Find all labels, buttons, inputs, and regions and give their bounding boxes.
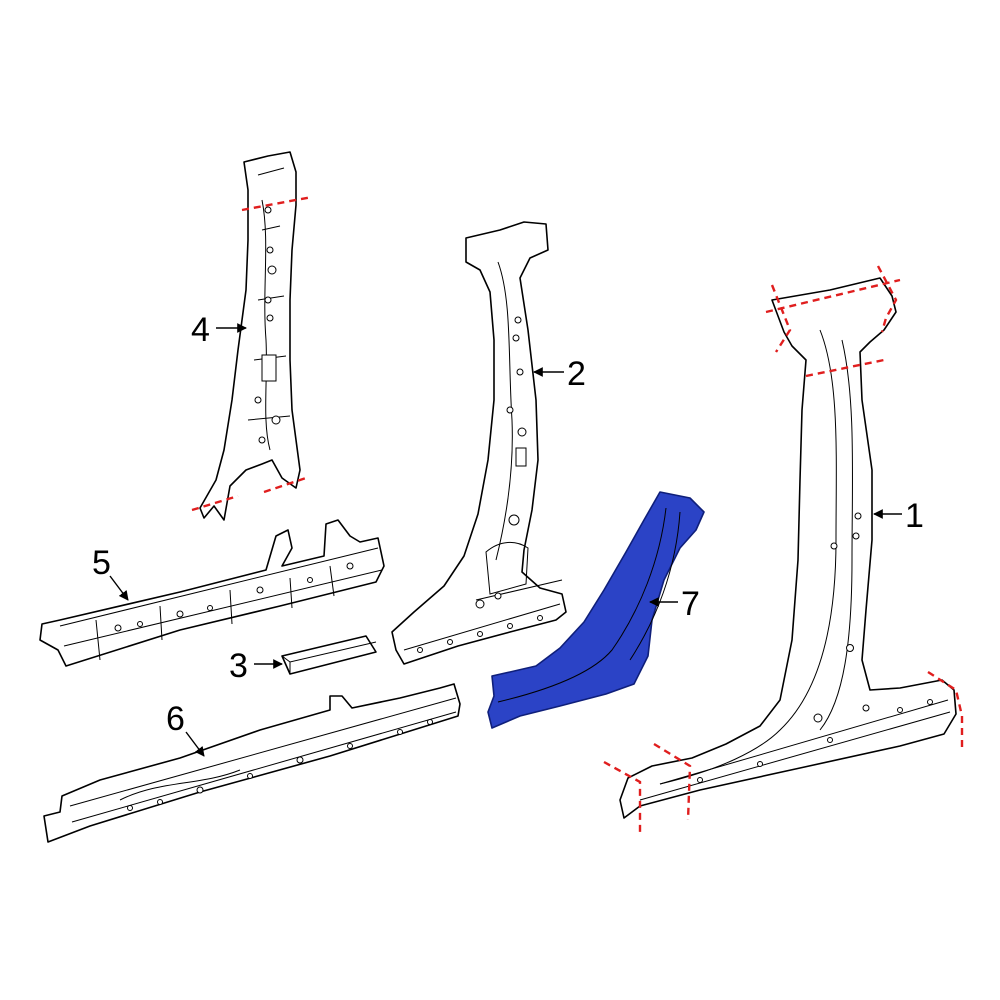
part-4-cut-line-right — [263, 476, 307, 494]
part-1-cut-line-roof-front — [770, 284, 792, 353]
callout-4: 4 — [191, 311, 247, 349]
callout-7: 7 — [649, 585, 700, 623]
callout-1: 1 — [873, 497, 924, 535]
callout-3: 3 — [229, 647, 283, 685]
svg-text:5: 5 — [92, 544, 111, 582]
part-1-cut-line-roof-rear — [876, 265, 898, 333]
part-1-cut-line-sill-right — [927, 670, 964, 748]
part-7-inner-edge-2 — [629, 511, 681, 661]
callout-5: 5 — [92, 544, 129, 601]
part-6-rocker-inner[interactable] — [43, 683, 461, 843]
part-5-rocker-reinforcement[interactable] — [39, 519, 385, 667]
part-7-inner-edge — [497, 507, 667, 703]
part-1-cut-line-sill-mid — [653, 742, 692, 821]
part-7-highlighted-shape — [487, 491, 705, 729]
svg-text:3: 3 — [229, 647, 248, 685]
svg-text:2: 2 — [567, 355, 586, 393]
svg-text:1: 1 — [905, 497, 924, 535]
svg-text:7: 7 — [681, 585, 700, 623]
part-1-cut-line-upper — [805, 358, 885, 378]
callout-2: 2 — [533, 355, 586, 393]
part-7-b-pillar-lower-reinforcement[interactable] — [487, 491, 705, 729]
part-4-b-pillar-reinforcement[interactable] — [191, 151, 313, 521]
svg-text:6: 6 — [166, 700, 185, 738]
part-3-spacer-block[interactable] — [281, 635, 377, 675]
svg-text:4: 4 — [191, 311, 210, 349]
part-1-cut-line-roof-top — [765, 278, 901, 314]
part-4-cut-line-left — [191, 494, 239, 512]
part-1-cut-line-sill-left — [603, 760, 642, 836]
part-2-b-pillar-inner[interactable] — [391, 221, 567, 665]
callout-6: 6 — [166, 700, 205, 757]
part-1-b-pillar-outer[interactable] — [603, 265, 964, 836]
